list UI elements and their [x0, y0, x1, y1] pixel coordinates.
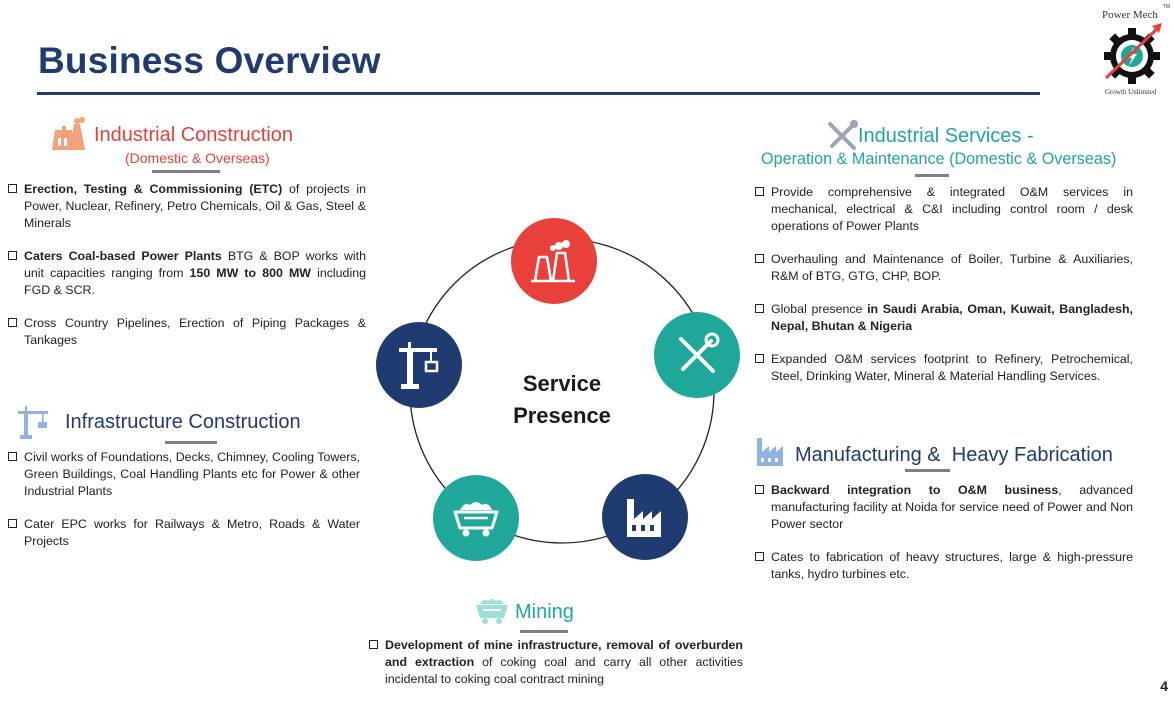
logo-name: Power Mech — [1102, 9, 1158, 21]
manufacturing-list: Backward integration to O&M business, ad… — [754, 482, 1133, 599]
power-plant-icon — [531, 240, 575, 283]
bullet-text: including FGD & SCR. — [24, 266, 366, 297]
industrial-services-subtitle: Operation & Maintenance (Domestic & Over… — [761, 150, 1117, 168]
circle-mining — [433, 475, 519, 561]
infrastructure-construction-title: Infrastructure Construction — [65, 411, 301, 433]
logo-tagline: Growth Unlimited — [1105, 88, 1157, 96]
section-divider — [165, 441, 217, 444]
bullet-text: Development of mine infrastructure, remo… — [385, 638, 743, 669]
mining-list: Development of mine infrastructure, remo… — [368, 637, 743, 704]
section-divider — [152, 170, 220, 173]
circle-industrial-construction — [511, 218, 597, 304]
industrial-construction-subtitle: (Domestic & Overseas) — [125, 150, 270, 166]
infrastructure-construction-list: Civil works of Foundations, Decks, Chimn… — [7, 449, 360, 566]
bullet-text: Cates to fabrication of heavy structures… — [771, 550, 1133, 581]
tools-icon — [679, 332, 720, 373]
bullet-text: Provide comprehensive & integrated O&M s… — [771, 185, 1133, 233]
crane-icon — [399, 342, 439, 389]
factory-icon — [627, 499, 661, 537]
bullet-text: Civil works of Foundations, Decks, Chimn… — [24, 450, 360, 498]
bullet-text: of projects in Power, Nuclear, Refinery,… — [24, 182, 366, 230]
bullet-text: Cross Country Pipelines, Erection of Pip… — [24, 316, 366, 347]
title-underline — [37, 92, 1040, 95]
industrial-construction-list: Erection, Testing & Commissioning (ETC) … — [7, 181, 366, 365]
bullet-item: Cross Country Pipelines, Erection of Pip… — [7, 315, 366, 349]
industrial-construction-title: Industrial Construction — [94, 124, 293, 146]
bullet-item: Overhauling and Maintenance of Boiler, T… — [754, 251, 1133, 285]
logo-tm: TM — [1162, 4, 1170, 10]
bullet-text: , advanced manufacturing facility at Noi… — [771, 483, 1133, 531]
bullet-item: Cater EPC works for Railways & Metro, Ro… — [7, 516, 360, 550]
mining-cart-icon — [474, 596, 510, 629]
section-divider — [520, 630, 568, 633]
bullet-text: BTG & BOP works with unit capacities ran… — [24, 249, 366, 280]
bullet-text: Overhauling and Maintenance of Boiler, T… — [771, 252, 1133, 283]
service-presence-label: Service Presence — [470, 368, 654, 432]
tools-icon — [826, 120, 860, 157]
bullet-text: of coking coal and carry all other activ… — [385, 655, 743, 686]
bullet-item: Erection, Testing & Commissioning (ETC) … — [7, 181, 366, 232]
mining-title: Mining — [515, 601, 574, 623]
bullet-item: Expanded O&M services footprint to Refin… — [754, 351, 1133, 385]
center-line-1: Service — [522, 371, 602, 396]
circle-industrial-services — [654, 312, 740, 398]
bullet-item: Development of mine infrastructure, remo… — [368, 637, 743, 688]
bullet-item: Caters Coal-based Power Plants BTG & BOP… — [7, 248, 366, 299]
section-divider — [915, 174, 949, 177]
bullet-item: Backward integration to O&M business, ad… — [754, 482, 1133, 533]
bullet-item: Provide comprehensive & integrated O&M s… — [754, 184, 1133, 235]
bullet-text: 150 MW to 800 MW — [189, 266, 311, 280]
page-number: 4 — [1160, 678, 1168, 694]
center-line-2: Presence — [513, 403, 611, 428]
bullet-text: Erection, Testing & Commissioning (ETC) — [24, 182, 283, 196]
bullet-text: Backward integration to O&M business — [771, 483, 1059, 497]
section-divider — [905, 469, 950, 472]
bullet-text: in Saudi Arabia, Oman, Kuwait, Banglades… — [771, 302, 1133, 333]
manufacturing-title: Manufacturing & Heavy Fabrication — [795, 444, 1113, 466]
gear-logo-icon — [1104, 23, 1162, 84]
company-logo: Power Mech TM Growth Unlimited — [1098, 4, 1170, 96]
power-plant-icon — [50, 116, 88, 155]
bullet-text: Expanded O&M services footprint to Refin… — [771, 352, 1133, 383]
mining-cart-icon — [453, 502, 499, 537]
bullet-text: Cater EPC works for Railways & Metro, Ro… — [24, 517, 360, 548]
crane-icon — [16, 405, 50, 444]
circle-manufacturing — [602, 474, 688, 560]
page-title: Business Overview — [38, 40, 381, 81]
bullet-item: Global presence in Saudi Arabia, Oman, K… — [754, 301, 1133, 335]
circle-infrastructure-construction — [376, 322, 462, 408]
bullet-text: Global presence — [771, 302, 868, 316]
industrial-services-title: Industrial Services - — [858, 125, 1034, 147]
factory-icon — [757, 434, 787, 471]
industrial-services-list: Provide comprehensive & integrated O&M s… — [754, 184, 1133, 401]
bullet-item: Cates to fabrication of heavy structures… — [754, 549, 1133, 583]
bullet-item: Civil works of Foundations, Decks, Chimn… — [7, 449, 360, 500]
bullet-text: Caters Coal-based Power Plants — [24, 249, 222, 263]
